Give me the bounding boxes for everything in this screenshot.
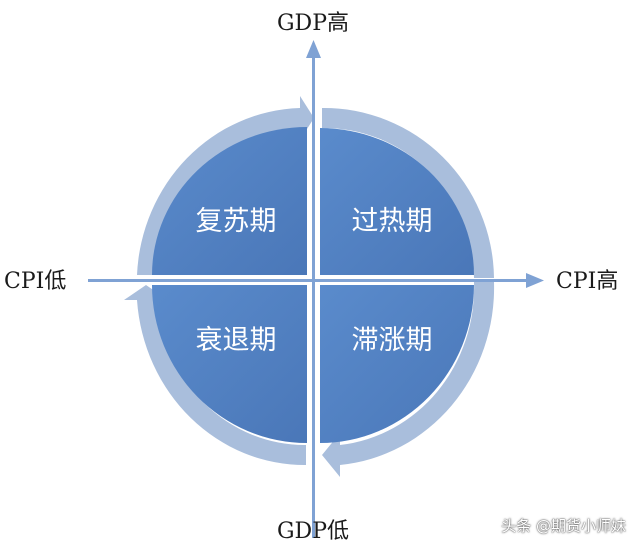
axis-label-bottom: GDP低 bbox=[277, 519, 349, 544]
watermark: 头条 @期货小师妹 bbox=[501, 517, 626, 535]
vertical-axis bbox=[312, 58, 315, 538]
quadrant-label-top-right: 过热期 bbox=[352, 206, 433, 237]
axes bbox=[88, 40, 544, 538]
vertical-axis-arrowhead bbox=[306, 40, 321, 58]
ring-arrow-bottom-left bbox=[124, 285, 306, 466]
ring-arrow-bottom-right bbox=[322, 282, 495, 477]
axis-label-left: CPI低 bbox=[4, 269, 66, 294]
quadrant-label-top-left: 复苏期 bbox=[196, 206, 277, 237]
quadrant-label-bottom-left: 衰退期 bbox=[196, 325, 277, 356]
quadrant-bottom-right bbox=[320, 285, 474, 443]
quadrant-label-bottom-right: 滞涨期 bbox=[352, 325, 433, 356]
quadrants bbox=[152, 127, 474, 443]
quadrant-bottom-left bbox=[152, 285, 307, 443]
axis-label-top: GDP高 bbox=[277, 11, 349, 36]
horizontal-axis-arrowhead bbox=[526, 273, 544, 288]
axis-label-right: CPI高 bbox=[556, 269, 618, 294]
horizontal-axis bbox=[88, 279, 526, 282]
ring-arrow-top-right bbox=[322, 107, 494, 278]
quadrant-top-left bbox=[152, 127, 307, 275]
quadrant-top-right bbox=[320, 128, 474, 275]
